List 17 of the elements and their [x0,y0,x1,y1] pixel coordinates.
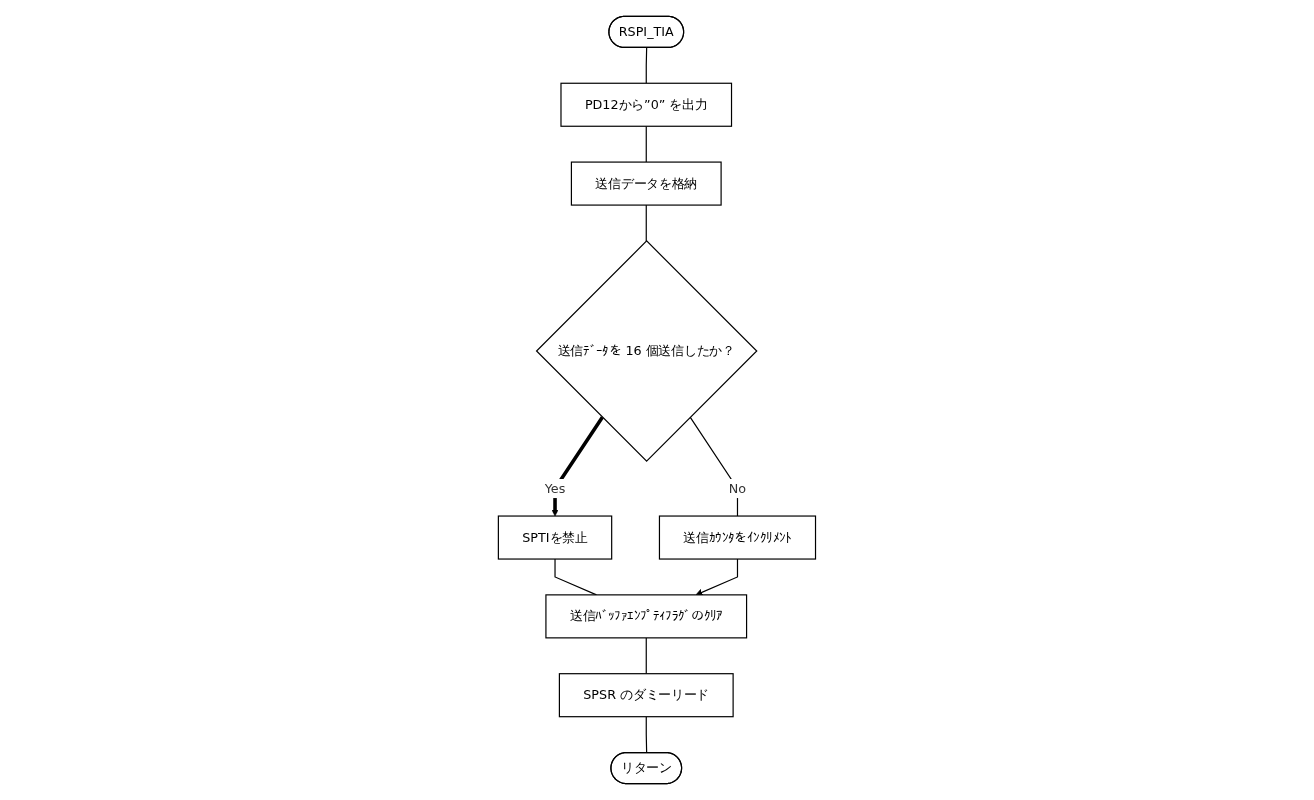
node-box: SPSR のダミーリード [558,673,734,718]
arrow [695,558,739,596]
connector [645,125,647,163]
edge-label: No [728,480,747,496]
node-box: 送信ｶｳﾝﾀをｲﾝｸﾘﾒﾝﾄ [658,515,817,560]
node-diamond: 送信ﾃﾞｰﾀを 16 個送信したか？ [535,240,758,462]
connector [645,204,647,242]
node-box: SPTIを禁止 [497,515,613,560]
connector [645,47,648,84]
edge-label: Yes [544,480,566,496]
node-box: 送信ﾊﾞｯﾌｧｴﾝﾌﾟﾃｨﾌﾗｸﾞのｸﾘｱ [545,594,748,639]
node-box: 送信データを格納 [570,161,722,206]
arrow [551,416,604,517]
connector [645,637,647,675]
node-box: PD12から”0” を出力 [560,82,733,127]
connector [645,716,648,754]
connector [689,416,739,517]
